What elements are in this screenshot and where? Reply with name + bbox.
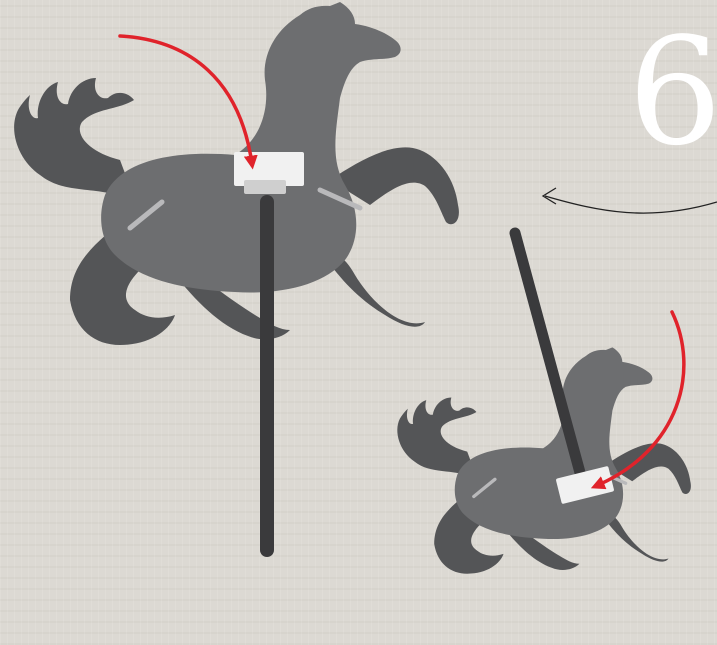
clip-small <box>556 466 614 504</box>
small-dog-puppet <box>395 227 693 576</box>
rod-small <box>509 227 588 486</box>
dog-puppet-small-icon <box>395 345 693 576</box>
red-arrow-small <box>590 310 686 490</box>
curved-arrow-icon <box>541 187 717 214</box>
red-arrow-large <box>118 34 258 170</box>
rod-large <box>260 195 274 557</box>
large-dog-puppet <box>14 2 459 557</box>
step-number: 6 <box>628 6 717 178</box>
